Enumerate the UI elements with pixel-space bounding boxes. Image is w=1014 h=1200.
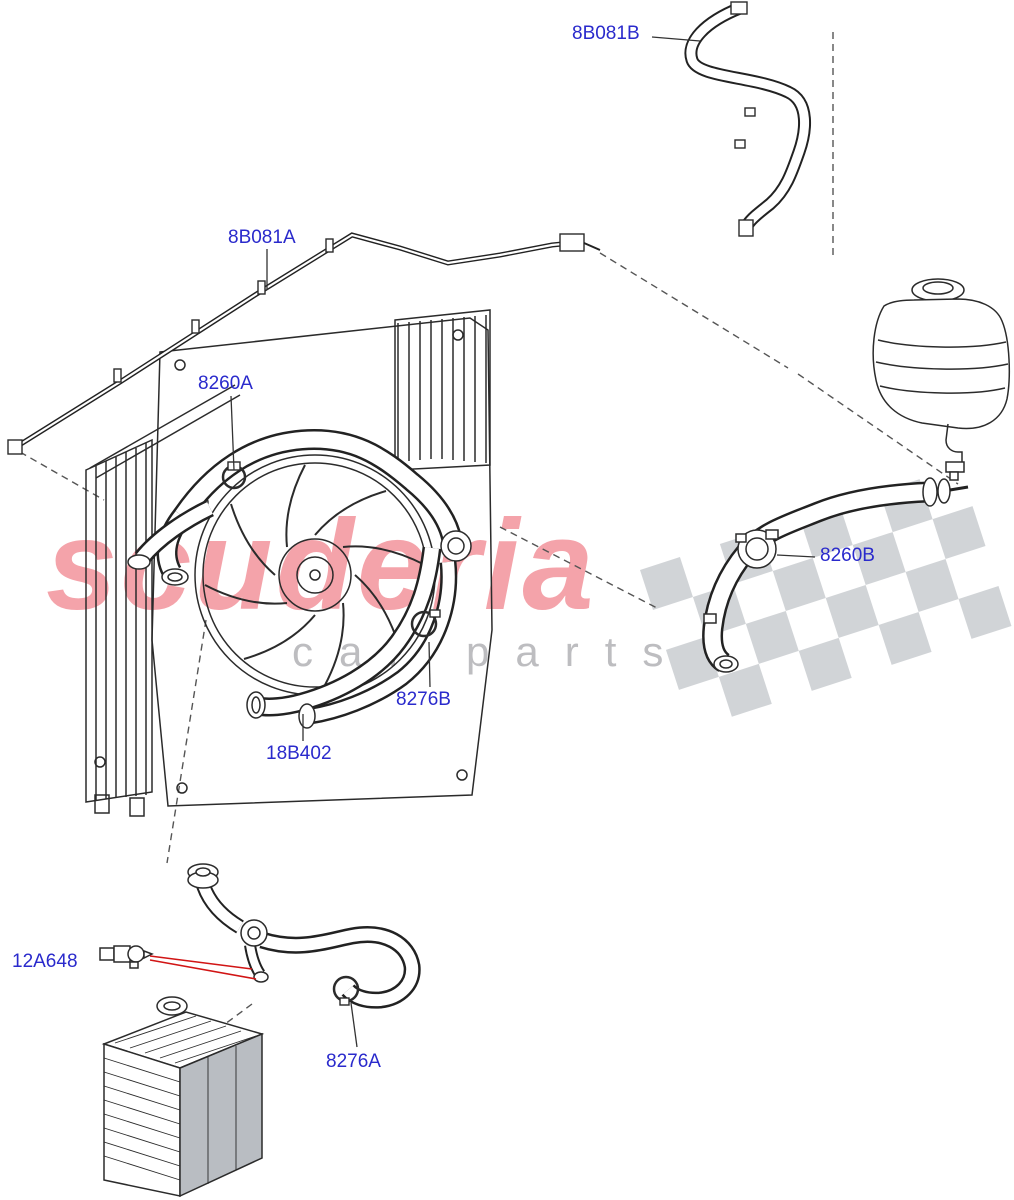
part-label-8276B[interactable]: 8276B	[396, 689, 451, 710]
part-label-8B081B[interactable]: 8B081B	[572, 23, 640, 44]
bottom-hose-assembly	[187, 863, 421, 1009]
part-label-8B081A[interactable]: 8B081A	[228, 227, 296, 248]
intercooler	[101, 996, 265, 1198]
dashed-reference-lines	[19, 32, 959, 1034]
red-pointer-lines	[149, 955, 257, 980]
watermark-subtitle-text: car parts	[292, 628, 690, 675]
part-label-18B402[interactable]: 18B402	[266, 743, 332, 764]
sensor-12a648	[99, 945, 257, 980]
label-leader-lines	[230, 36, 816, 1048]
radiator-fan-assembly	[85, 309, 493, 817]
part-label-8276A[interactable]: 8276A	[326, 1051, 381, 1072]
tube-8b081a	[7, 232, 601, 455]
part-label-8260A[interactable]: 8260A	[198, 373, 253, 394]
expansion-tank	[872, 278, 1011, 481]
hose-8260b	[702, 477, 969, 673]
hose-8b081b	[684, 1, 812, 237]
part-label-8260B[interactable]: 8260B	[820, 545, 875, 566]
hose-8276b-and-18b402	[246, 546, 458, 729]
part-label-12A648[interactable]: 12A648	[12, 951, 78, 972]
